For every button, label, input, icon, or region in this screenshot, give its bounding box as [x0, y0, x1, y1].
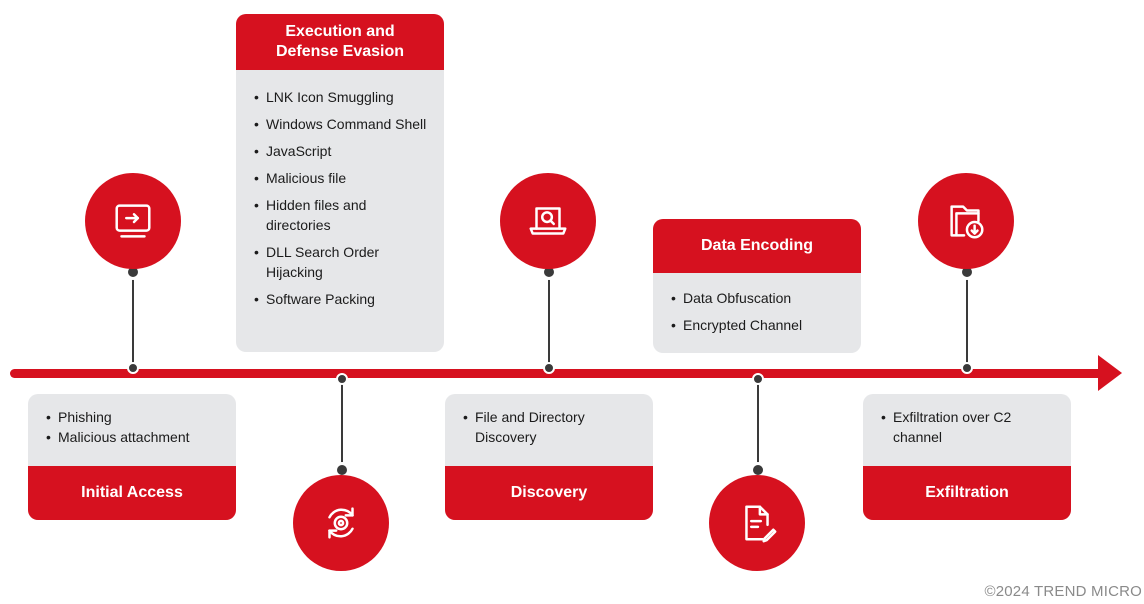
- data-encoding-title: Data Encoding: [653, 219, 861, 273]
- initial-access-circle: [85, 173, 181, 269]
- timeline-node-initial-access: [127, 362, 139, 374]
- timeline-node-data-encoding: [752, 373, 764, 385]
- list-item: Windows Command Shell: [254, 114, 440, 134]
- connector-exfiltration: [966, 270, 968, 370]
- timeline-arrowhead: [1098, 355, 1122, 391]
- timeline-node-exfiltration: [961, 362, 973, 374]
- initial-access-list: Phishing Malicious attachment: [46, 407, 232, 447]
- connector-initial-access: [132, 270, 134, 370]
- list-item: JavaScript: [254, 141, 440, 161]
- exfiltration-circle: [918, 173, 1014, 269]
- list-item: Phishing: [46, 407, 232, 427]
- execution-list: LNK Icon Smuggling Windows Command Shell…: [254, 87, 440, 309]
- gear-cycle-icon: [328, 507, 354, 539]
- connector-execution: [341, 378, 343, 470]
- laptop-search-icon: [529, 207, 567, 235]
- copyright-text: ©2024 TREND MICRO: [984, 583, 1142, 600]
- timeline-line: [10, 369, 1104, 378]
- discovery-circle: [500, 173, 596, 269]
- list-item: Hidden files and directories: [254, 195, 440, 235]
- connector-discovery: [548, 270, 550, 370]
- initial-access-card: Phishing Malicious attachment Initial Ac…: [28, 394, 236, 520]
- data-encoding-circle: [709, 475, 805, 571]
- timeline-node-execution: [336, 373, 348, 385]
- document-edit-icon: [745, 505, 777, 543]
- initial-access-title: Initial Access: [28, 466, 236, 520]
- data-encoding-card: Data Encoding Data Obfuscation Encrypted…: [653, 219, 861, 353]
- discovery-card: File and Directory Discovery Discovery: [445, 394, 653, 520]
- exfiltration-title: Exfiltration: [863, 466, 1071, 520]
- list-item: File and Directory Discovery: [463, 407, 623, 447]
- list-item: LNK Icon Smuggling: [254, 87, 440, 107]
- discovery-list: File and Directory Discovery: [463, 407, 623, 447]
- folder-download-icon: [950, 205, 984, 239]
- list-item: Software Packing: [254, 289, 440, 309]
- monitor-arrow-icon: [115, 204, 151, 238]
- list-item: Exfiltration over C2 channel: [881, 407, 1051, 447]
- execution-card: Execution and Defense Evasion LNK Icon S…: [236, 14, 444, 352]
- execution-title: Execution and Defense Evasion: [236, 14, 444, 70]
- list-item: Malicious attachment: [46, 427, 232, 447]
- connector-data-encoding: [757, 378, 759, 470]
- exfiltration-card: Exfiltration over C2 channel Exfiltratio…: [863, 394, 1071, 520]
- timeline-node-discovery: [543, 362, 555, 374]
- execution-circle: [293, 475, 389, 571]
- list-item: Malicious file: [254, 168, 440, 188]
- list-item: Encrypted Channel: [671, 315, 857, 335]
- list-item: DLL Search Order Hijacking: [254, 242, 440, 282]
- data-encoding-list: Data Obfuscation Encrypted Channel: [671, 288, 857, 335]
- list-item: Data Obfuscation: [671, 288, 857, 308]
- exfiltration-list: Exfiltration over C2 channel: [881, 407, 1051, 447]
- discovery-title: Discovery: [445, 466, 653, 520]
